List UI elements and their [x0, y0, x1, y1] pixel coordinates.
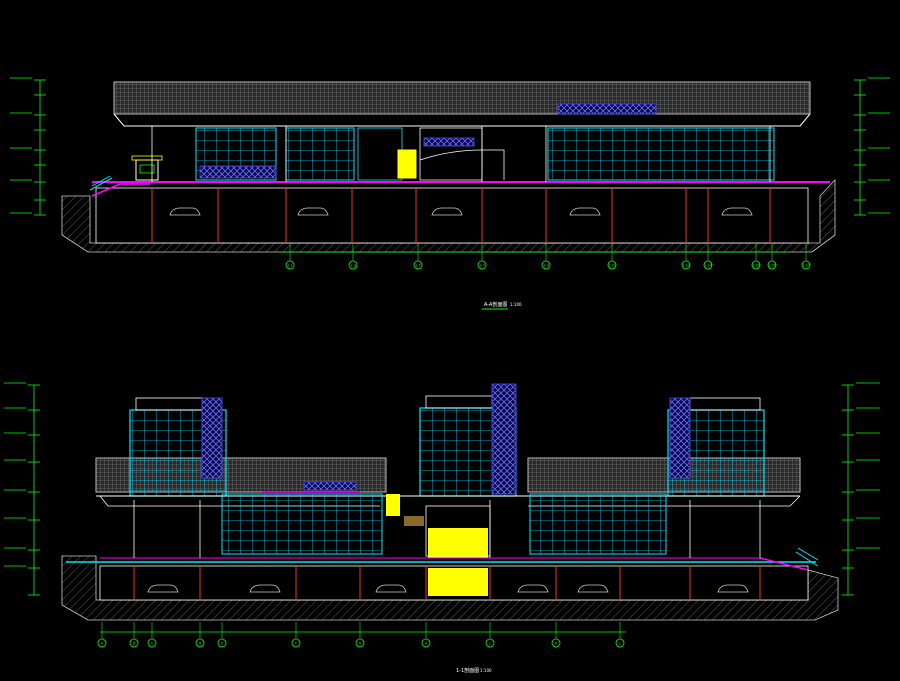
upper-section-scale: 1:100 [510, 302, 522, 307]
lower-section: A B C D E F G H J K L 1-1剖面图 1:100 [4, 382, 880, 674]
grid-bubble-label: 1-5 [415, 264, 421, 268]
grid-bubble [615, 638, 625, 648]
podium-soffit-lower [99, 495, 801, 507]
grid-bubble-label: F [295, 642, 297, 646]
guard-booth [135, 159, 159, 181]
grid-bubble-label: C [151, 642, 154, 646]
parked-cars-lower [147, 584, 749, 593]
grid-bubble [355, 638, 365, 648]
grid-bubble [703, 260, 713, 270]
grid-bubble [681, 260, 691, 270]
podium-columns-lower [133, 500, 761, 558]
ramp-curve-upper [419, 149, 505, 180]
blue-louver-lower-left [303, 481, 357, 491]
grid-bubble-label: 1-11 [608, 264, 616, 268]
grid-bubble [751, 260, 761, 270]
grid-bubble [767, 260, 777, 270]
grid-bubble-label: H [425, 642, 428, 646]
grid-bubble-label: G [359, 642, 362, 646]
yellow-panel-small [386, 494, 400, 516]
grid-bubbles-upper: 1-1 1-3 1-5 1-7 1-9 1-11 1-13 1-14 1-15 1-16 1-17 [285, 244, 811, 270]
guard-booth-window [139, 164, 155, 174]
grid-bubble [413, 260, 423, 270]
roof-soffit-upper [113, 113, 811, 127]
tower-left-stair [201, 397, 223, 479]
grid-bubble [541, 260, 551, 270]
grid-bubble [485, 638, 495, 648]
right-level-scale-lower [842, 382, 880, 596]
lower-section-scale: 1:100 [480, 668, 492, 673]
grid-bubble [147, 638, 157, 648]
tower-right-top [689, 397, 761, 411]
grid-bubble [551, 638, 561, 648]
ramp-upper [419, 127, 483, 181]
grid-bubble [801, 260, 811, 270]
roof-canopy-upper [113, 81, 811, 115]
grid-bubble-label: B [133, 642, 136, 646]
lower-section-caption: 1-1剖面图 [456, 667, 479, 674]
guard-booth-roof [131, 155, 163, 161]
basement-earth-lower [61, 555, 839, 621]
grid-bubble-label: 1-1 [287, 264, 293, 268]
grid-bubble-label: 1-14 [704, 264, 713, 268]
blue-louver-band-upper [557, 103, 657, 115]
grid-bubble-label: 1-9 [543, 264, 549, 268]
grid-bubble-label: 1-3 [350, 264, 356, 268]
yellow-core-lower [428, 528, 488, 558]
grid-bubble [607, 260, 617, 270]
grid-bubble [291, 638, 301, 648]
basement-earth-upper [61, 178, 836, 253]
grid-bubble [477, 260, 487, 270]
tower-center-stair [491, 383, 517, 495]
basement-columns-upper [151, 188, 771, 243]
grid-bubble-label: 1-17 [802, 264, 810, 268]
grid-bubble-label: L [619, 642, 621, 646]
exit-ramp-lower-right [759, 557, 809, 571]
curtain-wall-lower-left [221, 493, 383, 555]
grid-bubble [421, 638, 431, 648]
tower-center-top [425, 395, 493, 409]
brown-block [404, 516, 424, 526]
grid-bubble-label: J [488, 642, 490, 646]
grid-bubble [217, 638, 227, 648]
exit-rail-lower-right [795, 547, 819, 567]
grid-bubble [348, 260, 358, 270]
grid-bubble-label: 1-7 [479, 264, 485, 268]
entry-ramp-upper-left [91, 183, 150, 197]
grid-bubble-label: 1-15 [752, 264, 760, 268]
curtain-wall-bay-3 [547, 127, 775, 181]
grid-bubble [195, 638, 205, 648]
grid-bubble [129, 638, 139, 648]
curtain-wall-lower-right [529, 493, 667, 555]
blue-louver-ramp-upper [423, 137, 475, 147]
entry-rail-upper-left [89, 175, 113, 191]
left-level-scale-upper [10, 77, 46, 216]
yellow-core-basement [428, 568, 488, 596]
grid-bubble-label: K [555, 642, 558, 646]
right-level-scale-upper [854, 77, 890, 216]
grid-bubble [285, 260, 295, 270]
upper-columns [151, 126, 771, 182]
basement-columns-lower [133, 566, 761, 600]
grid-bubble-label: 1-13 [682, 264, 690, 268]
yellow-core-upper [397, 149, 417, 179]
grid-bubble-label: E [221, 642, 223, 646]
tower-right-stair [669, 397, 691, 479]
basement-void-upper [95, 187, 809, 244]
grid-bubble-label: D [199, 642, 202, 646]
tower-left-top [135, 397, 207, 411]
left-level-scale-lower [4, 382, 40, 596]
upper-section-caption: A-A剖面图 [484, 301, 507, 308]
curtain-wall-bay-2 [285, 127, 355, 181]
parked-cars-upper [169, 207, 753, 216]
curtain-wall-bay-4 [357, 127, 403, 181]
grid-bubble-label: A [101, 642, 104, 646]
grid-bubble-label: 1-16 [768, 264, 776, 268]
grid-bubble [97, 638, 107, 648]
blue-louver-low-upper [199, 165, 277, 179]
